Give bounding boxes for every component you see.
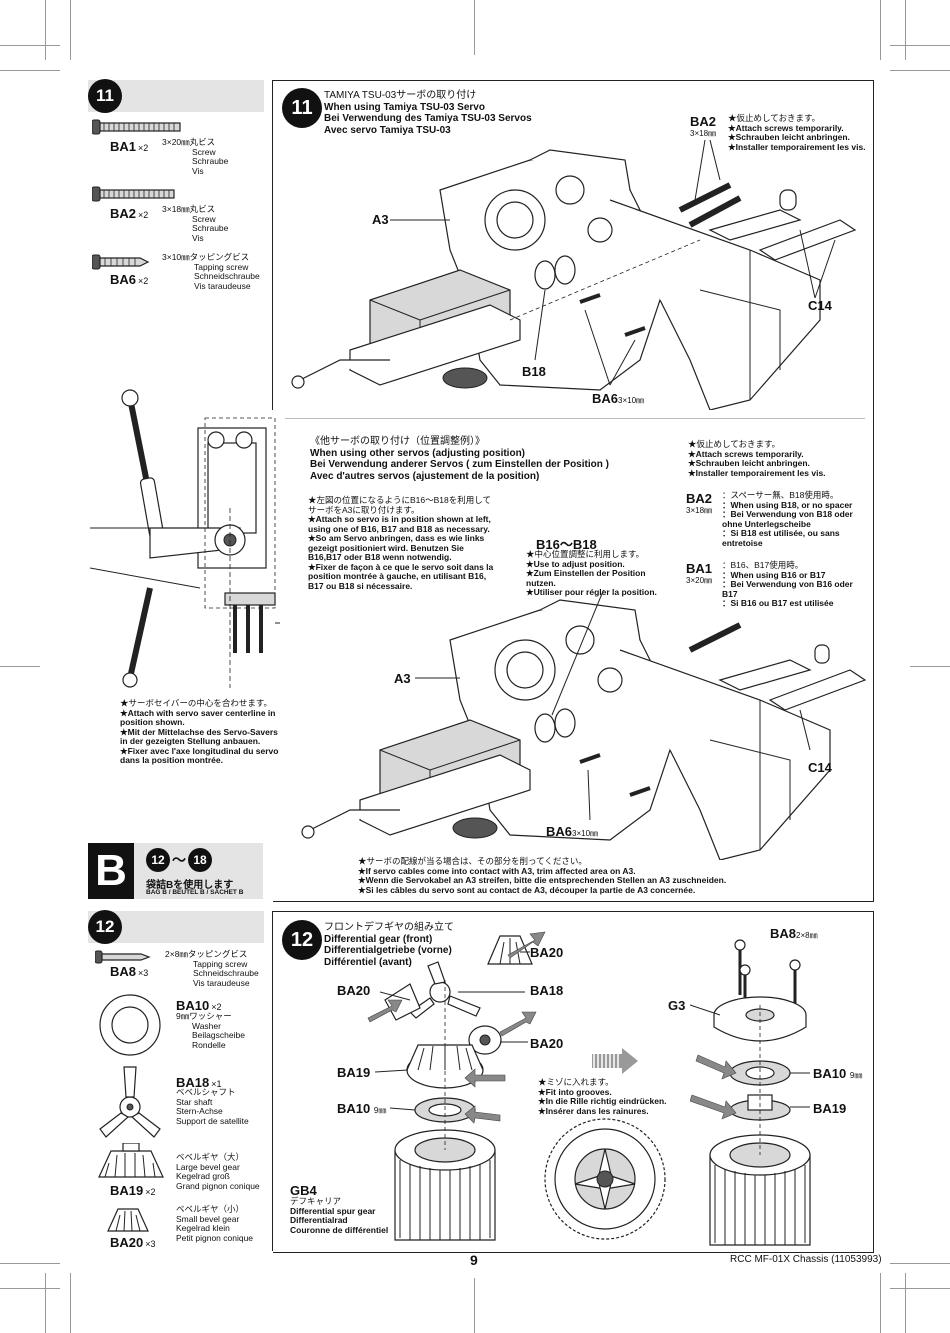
label-ba20-b: BA20 xyxy=(337,983,371,998)
servo-mount-assembly-top xyxy=(291,139,857,410)
servo-mount-assembly-bottom xyxy=(301,590,867,860)
label-b16-b18: B16～B18 xyxy=(536,537,597,552)
label-b18: B18 xyxy=(522,364,546,379)
label-a3-bottom: A3 xyxy=(394,671,411,686)
label-ba2-mid: BA2 xyxy=(686,491,713,506)
label-c14-top: C14 xyxy=(808,298,832,313)
ba18-desc: ベベルシャフト Star shaft Stern-Achse Support d… xyxy=(176,1087,249,1126)
direction-arrow-icon xyxy=(592,1048,638,1074)
ba20-desc: ベベルギヤ（小） Small bevel gear Kegelrad klein… xyxy=(176,1204,254,1243)
step-12-title: フロントデフギヤの組み立て Differential gear (front) … xyxy=(324,922,454,968)
servo-position-detail xyxy=(90,389,280,688)
gb4-desc: デフキャリア Differential spur gear Differenti… xyxy=(290,1196,389,1235)
bag-b-jp: 袋詰Bを使用します xyxy=(146,880,234,891)
ba10-part-code: BA10×2 xyxy=(176,998,222,1013)
label-ba2-top: BA2 xyxy=(690,114,717,129)
ba2-screw-icon xyxy=(92,186,175,202)
label-ba8-main: BA82×8㎜ xyxy=(770,926,818,941)
differential-assembly-right xyxy=(690,939,811,1246)
note-fit-grooves: ★ミゾに入れます。 ★Fit into grooves. ★In die Ril… xyxy=(538,1077,667,1116)
label-ba18-main: BA18 xyxy=(530,983,564,998)
label-gb4: GB4 xyxy=(290,1183,317,1198)
ba19-desc: ベベルギヤ（大） Large bevel gear Kegelrad groß … xyxy=(176,1152,260,1191)
label-ba6-bottom: BA63×10㎜ xyxy=(546,824,599,839)
note-servo-cable: ★サーボの配線が当る場合は、その部分を削ってください。 ★If servo ca… xyxy=(358,856,727,895)
ba19-large-bevel-gear-icon xyxy=(98,1143,164,1178)
step-12-badge: 12 xyxy=(88,910,122,944)
note-b16-b18: ★中心位置調整に利用します。 ★Use to adjust position. … xyxy=(526,549,657,597)
label-g3: G3 xyxy=(668,998,686,1013)
model-label: RCC MF-01X Chassis (11053993) xyxy=(730,1254,882,1265)
label-ba19-left: BA19 xyxy=(337,1065,371,1080)
label-ba1-mid-size: 3×20㎜ xyxy=(686,576,713,585)
ba18-star-shaft-icon xyxy=(99,1066,161,1138)
other-servo-title: 《他サーボの取り付け（位置調整例）》 When using other serv… xyxy=(310,436,609,482)
step-12-main-box xyxy=(273,911,874,1253)
ba2-desc: 3×18㎜丸ビス Screw Schraube Vis xyxy=(162,204,229,243)
note-temporary-mid: ★仮止めしておきます。 ★Attach screws temporarily. … xyxy=(688,439,826,478)
label-ba2-top-size: 3×18㎜ xyxy=(690,129,717,138)
ba18-part-code: BA18×1 xyxy=(176,1075,222,1090)
label-ba10-right: BA10 9㎜ xyxy=(813,1066,863,1081)
ba1-screw-icon xyxy=(92,119,181,135)
ba8-part-code: BA8×3 xyxy=(110,964,149,979)
ba2-part-code: BA2×2 xyxy=(110,206,149,221)
step-12-divider xyxy=(272,911,273,1251)
label-a3-top: A3 xyxy=(372,212,389,227)
ba1-desc: 3×20㎜丸ビス Screw Schraube Vis xyxy=(162,137,229,176)
note-attach-position: ★左図の位置になるようにB16～B18を利用してサーボをA3に取り付けます。 ★… xyxy=(308,495,494,591)
ba8-tapping-screw-icon xyxy=(95,950,151,964)
label-c14-bottom: C14 xyxy=(808,760,832,775)
step-11-main-box xyxy=(273,80,874,902)
step-11-main-badge: 11 xyxy=(282,88,322,128)
label-ba6-top: BA63×10㎜ xyxy=(592,391,645,406)
ba10-desc: 9㎜ワッシャー Washer Beilagscheibe Rondelle xyxy=(176,1011,245,1050)
step-11-inner-divider xyxy=(285,418,865,419)
note-ba2-usage: ：スペーサー無、B18使用時。 ：When using B18, or no s… xyxy=(722,490,853,548)
note-servo-saver: ★サーボセイバーの中心を合わせます。 ★Attach with servo sa… xyxy=(120,698,279,765)
label-ba20-c: BA20 xyxy=(530,1036,564,1051)
groove-detail-gear xyxy=(544,1118,666,1240)
ba6-tapping-screw-icon xyxy=(92,254,150,270)
label-ba10-left: BA10 9㎜ xyxy=(337,1101,387,1116)
ba6-part-code: BA6×2 xyxy=(110,272,149,287)
differential-exploded-view xyxy=(367,931,546,1241)
note-temporary-top: ★仮止めしておきます。 ★Attach screws temporarily. … xyxy=(728,113,866,152)
label-ba19-right: BA19 xyxy=(813,1101,847,1116)
ba20-part-code: BA20×3 xyxy=(110,1235,156,1250)
ba19-part-code: BA19×2 xyxy=(110,1183,156,1198)
note-ba1-usage: ：B16、B17使用時。 ：When using B16 or B17 ：Bei… xyxy=(722,560,853,608)
label-ba20-a: BA20 xyxy=(530,945,564,960)
step-11-badge: 11 xyxy=(88,79,122,113)
ba6-desc: 3×10㎜タッピングビス Tapping screw Schneidschrau… xyxy=(162,252,260,291)
label-ba2-mid-size: 3×18㎜ xyxy=(686,506,713,515)
ba1-part-code: BA1×2 xyxy=(110,139,149,154)
step-12-main-badge: 12 xyxy=(282,920,322,960)
ba20-small-bevel-gear-icon xyxy=(107,1208,149,1232)
bag-b-en: BAG B / BEUTEL B / SACHET B xyxy=(146,889,244,896)
page-number: 9 xyxy=(470,1252,478,1268)
ba8-desc: 2×8㎜タッピングビス Tapping screw Schneidschraub… xyxy=(165,949,259,988)
step-11-title: TAMIYA TSU-03サーボの取り付け When using Tamiya … xyxy=(324,90,532,136)
bag-b-range: 12 ～ 18 xyxy=(146,848,212,872)
label-ba1-mid: BA1 xyxy=(686,561,713,576)
step-11-divider xyxy=(272,80,273,410)
bag-b-letter: B xyxy=(88,843,134,899)
ba10-washer-icon xyxy=(99,994,161,1056)
